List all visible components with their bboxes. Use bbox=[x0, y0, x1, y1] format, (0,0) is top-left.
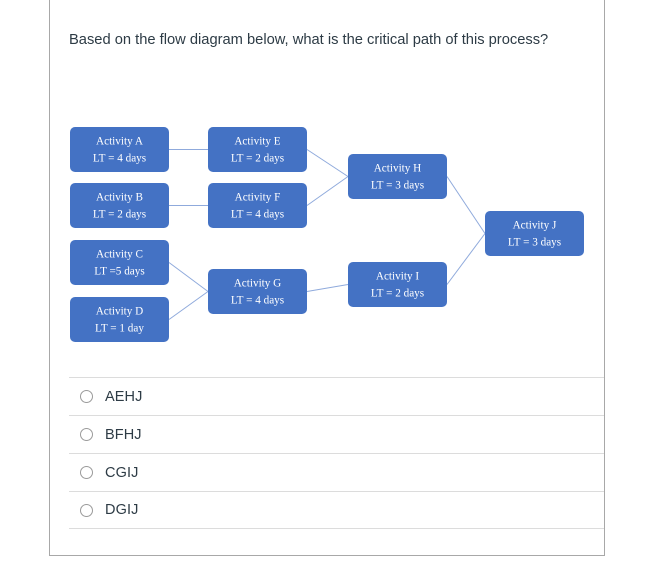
question-card: Based on the flow diagram below, what is… bbox=[49, 0, 605, 556]
flow-node-box-h bbox=[348, 154, 447, 199]
flow-node-leadtime-f: LT = 4 days bbox=[231, 209, 284, 221]
flow-node-title-d: Activity D bbox=[96, 306, 144, 318]
flow-node-i: Activity I LT = 2 days bbox=[348, 262, 447, 307]
flow-node-f: Activity F LT = 4 days bbox=[208, 183, 307, 228]
flow-node-box-a bbox=[70, 127, 169, 172]
flow-node-box-g bbox=[208, 269, 307, 314]
flow-node-title-e: Activity E bbox=[234, 136, 280, 148]
answer-option-label: CGIJ bbox=[105, 464, 139, 481]
flow-node-title-g: Activity G bbox=[234, 278, 282, 290]
flow-node-title-b: Activity B bbox=[96, 192, 143, 204]
flow-node-c: Activity C LT =5 days bbox=[70, 240, 169, 285]
flow-node-leadtime-j: LT = 3 days bbox=[508, 237, 561, 249]
flow-node-title-a: Activity A bbox=[96, 136, 143, 148]
flow-node-leadtime-h: LT = 3 days bbox=[371, 180, 424, 192]
answer-option-bfhj[interactable]: BFHJ bbox=[69, 415, 604, 453]
flow-node-h: Activity H LT = 3 days bbox=[348, 154, 447, 199]
flow-node-leadtime-e: LT = 2 days bbox=[231, 153, 284, 165]
connector-d-to-g bbox=[168, 291, 209, 320]
flow-node-box-f bbox=[208, 183, 307, 228]
flow-node-a: Activity A LT = 4 days bbox=[70, 127, 169, 172]
flow-node-title-i: Activity I bbox=[376, 271, 419, 283]
answer-option-label: AEHJ bbox=[105, 388, 143, 405]
answer-option-label: DGIJ bbox=[105, 502, 139, 518]
connector-f-to-h bbox=[306, 176, 349, 206]
flow-node-box-d bbox=[70, 297, 169, 342]
answer-option-dgij[interactable]: DGIJ bbox=[69, 491, 604, 529]
flow-node-box-c bbox=[70, 240, 169, 285]
flow-node-b: Activity B LT = 2 days bbox=[70, 183, 169, 228]
radio-button-aehj[interactable] bbox=[80, 390, 93, 403]
flow-node-leadtime-g: LT = 4 days bbox=[231, 295, 284, 307]
flow-node-leadtime-a: LT = 4 days bbox=[93, 153, 146, 165]
radio-button-bfhj[interactable] bbox=[80, 428, 93, 441]
flow-node-title-c: Activity C bbox=[96, 249, 143, 261]
flow-node-g: Activity G LT = 4 days bbox=[208, 269, 307, 314]
flow-node-box-b bbox=[70, 183, 169, 228]
flow-node-leadtime-i: LT = 2 days bbox=[371, 288, 424, 300]
answer-option-label: BFHJ bbox=[105, 426, 142, 443]
connector-e-to-h bbox=[306, 149, 349, 177]
flow-node-leadtime-d: LT = 1 day bbox=[95, 323, 144, 335]
flow-node-box-i bbox=[348, 262, 447, 307]
radio-button-dgij[interactable] bbox=[80, 503, 93, 517]
flow-node-title-f: Activity F bbox=[235, 192, 281, 204]
connector-h-to-j bbox=[446, 176, 486, 234]
answer-option-aehj[interactable]: AEHJ bbox=[69, 377, 604, 415]
flow-node-title-j: Activity J bbox=[513, 220, 557, 232]
connector-c-to-g bbox=[168, 262, 209, 292]
flow-node-e: Activity E LT = 2 days bbox=[208, 127, 307, 172]
flow-node-leadtime-c: LT =5 days bbox=[94, 266, 144, 278]
flow-node-box-e bbox=[208, 127, 307, 172]
flow-node-title-h: Activity H bbox=[374, 163, 422, 175]
radio-button-cgij[interactable] bbox=[80, 466, 93, 479]
flow-node-j: Activity J LT = 3 days bbox=[485, 211, 584, 256]
connector-i-to-j bbox=[446, 233, 486, 285]
question-text: Based on the flow diagram below, what is… bbox=[69, 32, 549, 48]
flow-node-d: Activity D LT = 1 day bbox=[70, 297, 169, 342]
answer-options-list: AEHJ BFHJ CGIJ DGIJ bbox=[69, 377, 604, 529]
answer-option-cgij[interactable]: CGIJ bbox=[69, 453, 604, 491]
flow-node-box-j bbox=[485, 211, 584, 256]
connector-g-to-i bbox=[306, 284, 349, 292]
flow-node-leadtime-b: LT = 2 days bbox=[93, 209, 146, 221]
